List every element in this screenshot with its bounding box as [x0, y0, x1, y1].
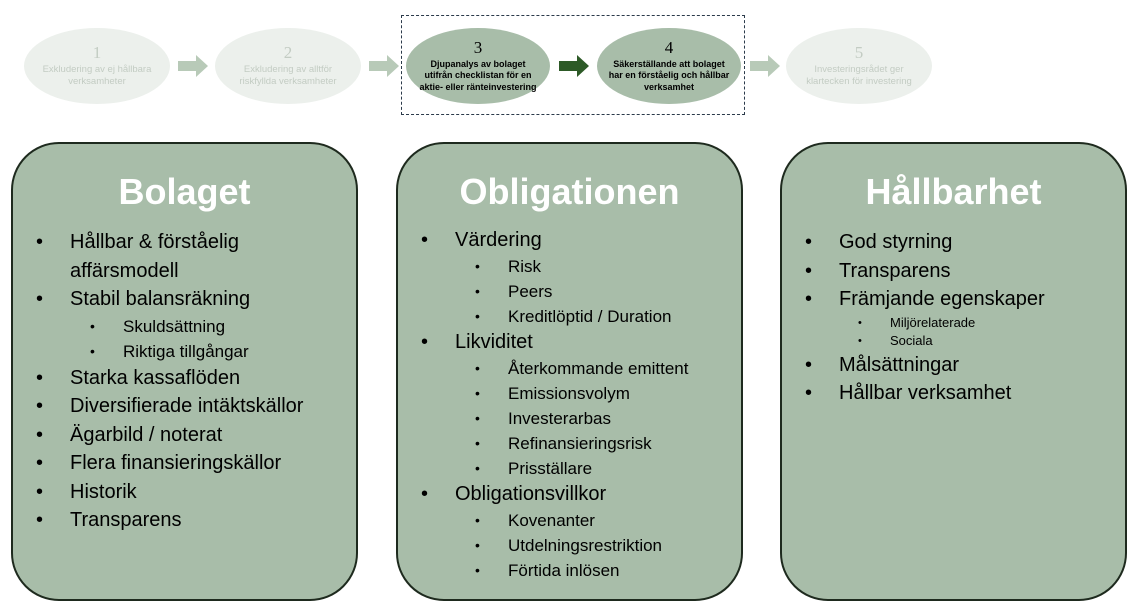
list-item: Obligationsvillkor — [398, 481, 735, 508]
list-item: Återkommande emittent — [398, 356, 735, 381]
list-item: Skuldsättning — [13, 314, 350, 339]
process-step-3: 3 Djupanalys av bolaget utifrån checklis… — [406, 28, 550, 104]
card-obligationen: Obligationen Värdering Risk Peers Kredit… — [396, 142, 743, 601]
list-item: Refinansieringsrisk — [398, 431, 735, 456]
list-item: Flera finansieringskällor — [13, 449, 350, 478]
list-item: Främjande egenskaper — [782, 285, 1119, 314]
list-item: Peers — [398, 279, 735, 304]
list-item: Hållbar verksamhet — [782, 379, 1119, 408]
card-hallbarhet: Hållbarhet God styrning Transparens Främ… — [780, 142, 1127, 601]
list-item: God styrning — [782, 228, 1119, 257]
list-item: Kreditlöptid / Duration — [398, 304, 735, 329]
card-list: Hållbar & förståelig affärsmodell Stabil… — [13, 228, 350, 535]
process-step-1: 1 Exkludering av ej hållbara verksamhete… — [24, 28, 170, 104]
list-item: Riktiga tillgångar — [13, 339, 350, 364]
process-step-4: 4 Säkerställande att bolaget har en förs… — [597, 28, 741, 104]
list-item: Historik — [13, 478, 350, 507]
list-item: Diversifierade intäktskällor — [13, 392, 350, 421]
step-number: 2 — [283, 43, 293, 62]
list-item: Värdering — [398, 227, 735, 254]
list-item: Förtida inlösen — [398, 558, 735, 583]
step-text: Djupanalys av bolaget utifrån checklista… — [419, 58, 537, 92]
list-item: Hållbar & förståelig affärsmodell — [13, 228, 350, 285]
step-text: Investeringsrådet ger klartecken för inv… — [806, 64, 912, 87]
list-item: Målsättningar — [782, 351, 1119, 380]
arrow-right-icon — [559, 55, 589, 77]
step-number: 4 — [664, 37, 674, 57]
card-title: Bolaget — [118, 171, 251, 212]
arrow-right-icon — [369, 55, 399, 77]
list-item: Miljörelaterade — [782, 314, 1119, 333]
card-title: Obligationen — [459, 171, 680, 212]
step-text: Exkludering av alltför riskfyllda verksa… — [239, 64, 337, 87]
card-bolaget: Bolaget Hållbar & förståelig affärsmodel… — [11, 142, 358, 601]
list-item: Emissionsvolym — [398, 381, 735, 406]
card-list: God styrning Transparens Främjande egens… — [782, 228, 1119, 408]
step-number: 1 — [92, 43, 102, 62]
highlight-frame — [401, 15, 745, 115]
arrow-right-icon — [178, 55, 208, 77]
list-item: Sociala — [782, 332, 1119, 351]
list-item: Investerarbas — [398, 406, 735, 431]
list-item: Kovenanter — [398, 508, 735, 533]
list-item: Transparens — [13, 506, 350, 535]
list-item: Transparens — [782, 257, 1119, 286]
card-list: Värdering Risk Peers Kreditlöptid / Dura… — [398, 227, 735, 583]
step-number: 3 — [473, 37, 483, 57]
arrow-right-icon — [750, 55, 780, 77]
list-item: Prisställare — [398, 456, 735, 481]
step-text: Exkludering av ej hållbara verksamheter — [42, 64, 152, 87]
list-item: Risk — [398, 254, 735, 279]
process-step-5: 5 Investeringsrådet ger klartecken för i… — [786, 28, 932, 104]
card-title: Hållbarhet — [865, 171, 1042, 212]
list-item: Ägarbild / noterat — [13, 421, 350, 450]
step-text: Säkerställande att bolaget har en förstå… — [608, 58, 730, 92]
list-item: Likviditet — [398, 329, 735, 356]
process-step-2: 2 Exkludering av alltför riskfyllda verk… — [215, 28, 361, 104]
list-item: Utdelningsrestriktion — [398, 533, 735, 558]
step-number: 5 — [854, 43, 864, 62]
list-item: Starka kassaflöden — [13, 364, 350, 393]
list-item: Stabil balansräkning — [13, 285, 350, 314]
